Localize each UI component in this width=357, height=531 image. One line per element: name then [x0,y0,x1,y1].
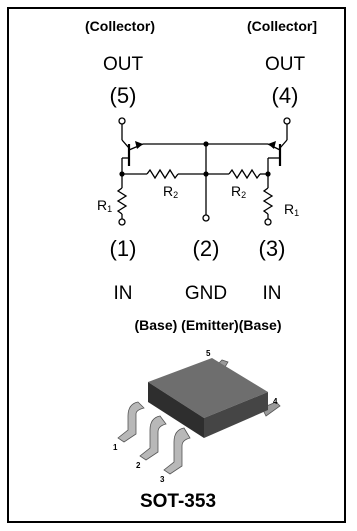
pin-1-function: IN [114,283,133,304]
pin-5-label: (5) [110,83,137,108]
lead-1 [117,401,145,443]
left-emitter-arrow [135,141,143,149]
pin-3-label: (3) [259,236,286,261]
terminal-names: (Base) (Emitter)(Base) [134,317,281,333]
lead-3 [163,427,191,475]
lead-2-label: 2 [136,461,141,470]
junction-dots [119,141,271,177]
lead-2 [139,415,167,461]
right-emitter-arrow [268,141,276,149]
pin-5-terminal [118,117,126,125]
pin-4-label: (4) [272,83,299,108]
r1-right-resistor [262,187,274,215]
package-side [204,392,268,438]
r2-right-label: R2 [231,183,246,200]
right-out-label: OUT [265,54,306,75]
pin-3-function: IN [263,283,282,304]
pin-2-label: (2) [193,236,220,261]
circuit-wiring [116,117,291,226]
r1-right-label: R1 [284,201,299,218]
lead-5-label: 5 [206,349,211,358]
pin-2-function: GND [185,283,227,304]
right-collector-label: (Collector] [247,18,317,34]
r2-left-label: R2 [163,183,178,200]
lead-3-label: 3 [160,475,165,484]
r1-left-label: R1 [97,197,112,214]
package-name: SOT-353 [140,491,216,512]
lead-4-label: 4 [273,397,278,406]
lead-1-label: 1 [113,443,118,452]
pin-2-terminal [202,214,210,222]
r2-right-resistor [228,168,261,180]
pin-1-terminal [118,218,126,226]
r2-left-resistor [146,168,179,180]
package-front [148,382,204,438]
pin-4-terminal [283,117,291,125]
sot-353-package: 5 4 1 2 3 [113,349,281,484]
pin-1-label: (1) [110,236,137,261]
package-top [148,358,268,418]
left-collector-label: (Collector) [85,18,155,34]
pin-3-terminal [264,218,272,226]
r1-left-resistor [116,187,128,215]
left-out-label: OUT [103,54,144,75]
lead-4 [261,401,281,417]
